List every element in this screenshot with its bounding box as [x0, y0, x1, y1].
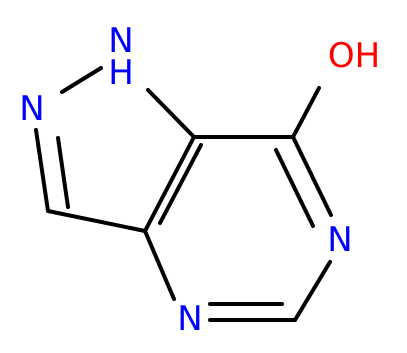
- bond-c3a-c7a: [143, 135, 196, 233]
- bond-nh-c7a: [146, 88, 196, 139]
- atom-label-n-bottom: N: [177, 299, 202, 339]
- bond-c3a-c7a-inner: [158, 143, 203, 225]
- bond-n-bottom-c3a: [143, 229, 176, 301]
- atom-label-layer: N N H OH N N: [19, 21, 380, 339]
- bond-c3-c3a: [46, 209, 147, 233]
- bond-c7-n-right: [291, 135, 333, 217]
- bond-n-right-c5: [293, 260, 332, 322]
- bond-c7-oh: [291, 86, 321, 139]
- atom-label-n1: N: [19, 89, 44, 129]
- bond-n1-nh: [60, 66, 103, 94]
- atom-label-h: H: [108, 53, 134, 93]
- bond-n1-c3: [34, 128, 50, 213]
- bond-c7-n-right-inner: [274, 148, 315, 228]
- atom-label-n-right: N: [327, 220, 352, 260]
- bond-layer: [34, 66, 333, 322]
- atom-label-nh: N: [108, 21, 133, 61]
- bond-n1-c3-inner: [56, 136, 70, 209]
- atom-label-oh: OH: [328, 36, 380, 76]
